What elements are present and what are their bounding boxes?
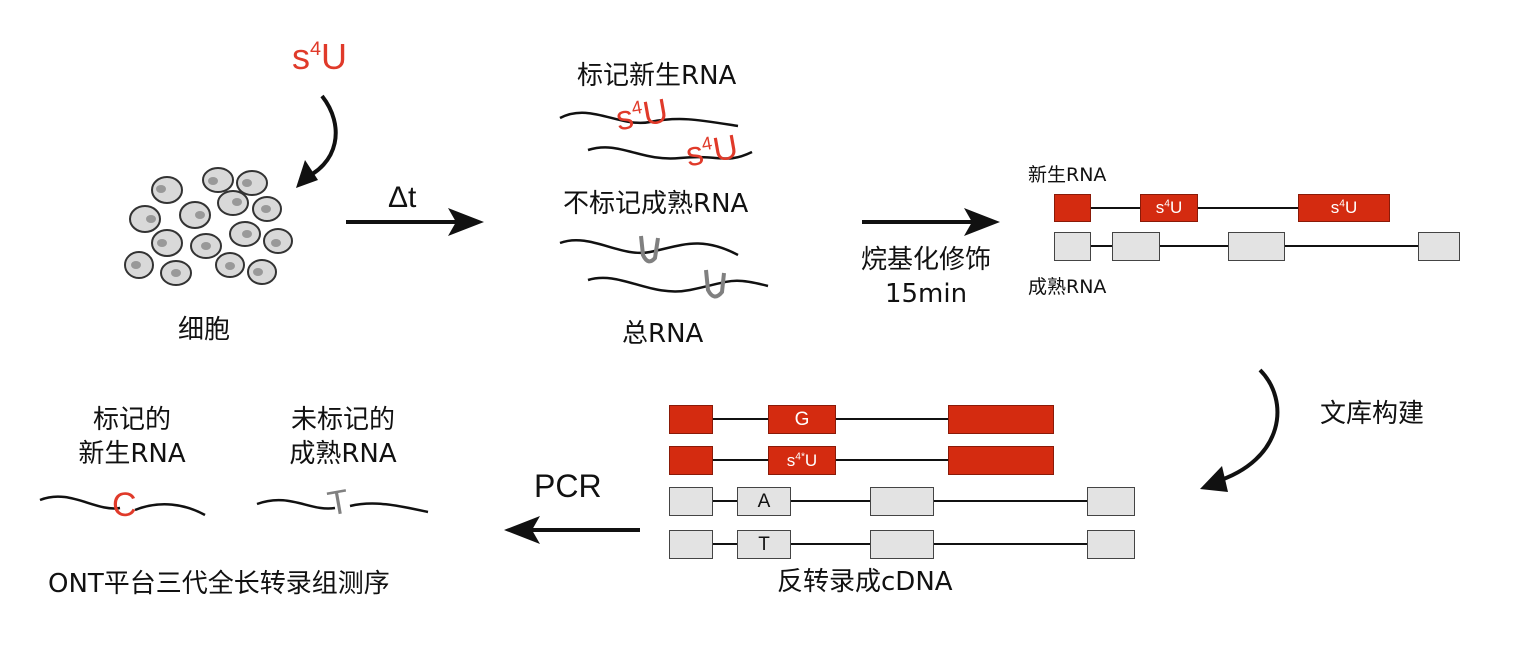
nascent-exon-3: s4U (1298, 194, 1390, 222)
cell (151, 229, 183, 257)
s4u-to-cells-arrowhead (296, 160, 318, 188)
cell (252, 196, 282, 222)
alkylation-label: 烷基化修饰 15min (846, 244, 1006, 312)
labeled-new-read-line1: 标记的 (92, 405, 171, 435)
cells-label: 细胞 (178, 315, 231, 345)
cdna-label: 反转录成cDNA (777, 567, 953, 597)
ont-sequencing-label: ONT平台三代全长转录组测序 (48, 569, 390, 599)
mature-exon-4 (1418, 232, 1460, 261)
cells-cluster (124, 167, 293, 286)
mature-rna-wave-1 (559, 239, 739, 257)
nascent-rna-label: 新生RNA (1028, 164, 1107, 186)
cdna-exon-a: A (737, 487, 791, 516)
mature-rna-wave-2 (587, 276, 769, 293)
cdna-exon (948, 405, 1054, 434)
labeled-rna-wave-2 (587, 146, 753, 160)
labeled-read-wave (39, 495, 206, 517)
cell (247, 259, 277, 285)
alkylation-arrowhead (964, 208, 1000, 236)
delta-t-label: Δt (388, 181, 417, 214)
cdna-exon-s4u: s4*U (768, 446, 836, 475)
cell (151, 176, 183, 204)
cdna-exon (669, 446, 713, 475)
cell (215, 252, 245, 278)
alkylation-label-line1: 烷基化修饰 (860, 245, 991, 275)
cdna-t-label: T (758, 533, 770, 555)
gray-u-mark-2 (704, 269, 726, 299)
nascent-exon-1 (1054, 194, 1091, 222)
mature-rna-label: 成熟RNA (1028, 276, 1107, 298)
cell (179, 201, 211, 229)
cell (236, 170, 268, 196)
read-c-mark: C (112, 486, 137, 524)
alkylation-label-line2: 15min (884, 278, 968, 309)
cdna-exon-t: T (737, 530, 791, 559)
mature-exon-3 (1228, 232, 1285, 261)
cell (160, 260, 192, 286)
total-rna-label: 总RNA (622, 319, 704, 349)
cell (202, 167, 234, 193)
nascent-exon-2: s4U (1140, 194, 1198, 222)
cdna-s4u-label: s4*U (786, 450, 818, 470)
library-build-arrowhead (1200, 466, 1228, 492)
unlabeled-mature-rna-label: 不标记成熟RNA (563, 189, 749, 219)
cell (263, 228, 293, 254)
cdna-exon (870, 487, 934, 516)
gray-u-mark-1 (639, 235, 660, 264)
cdna-exon (669, 530, 713, 559)
cdna-exon (669, 487, 713, 516)
cell (124, 251, 154, 279)
cdna-exon (948, 446, 1054, 475)
cdna-g-label: G (794, 408, 810, 430)
cdna-exon (1087, 530, 1135, 559)
cdna-a-label: A (757, 490, 771, 512)
labeled-rna-wave-1 (559, 111, 739, 128)
cell (217, 190, 249, 216)
cell (190, 233, 222, 259)
unlabeled-mature-read-line1: 未标记的 (290, 405, 395, 435)
cdna-exon (870, 530, 934, 559)
library-build-label: 文库构建 (1320, 399, 1425, 429)
cdna-exon-g: G (768, 405, 836, 434)
delta-t-arrowhead (448, 208, 484, 236)
pcr-arrowhead (504, 516, 540, 544)
labeled-new-read-label: 标记的 新生RNA (62, 404, 202, 472)
mature-exon-2 (1112, 232, 1160, 261)
s4u-input-label: s4U (292, 36, 348, 77)
cdna-exon (669, 405, 713, 434)
nascent-exon-s4u-mark: s4U (1330, 198, 1358, 217)
unlabeled-mature-read-label: 未标记的 成熟RNA (268, 404, 418, 472)
cell (229, 221, 261, 247)
cell (129, 205, 161, 233)
nascent-exon-s4u-mark: s4U (1155, 198, 1183, 217)
pcr-label: PCR (534, 468, 602, 504)
cdna-exon (1087, 487, 1135, 516)
labeled-new-rna-label: 标记新生RNA (577, 61, 737, 91)
mature-exon-1 (1054, 232, 1091, 261)
unlabeled-read-wave (256, 498, 429, 514)
labeled-new-read-line2: 新生RNA (78, 438, 186, 469)
library-build-arrow (1214, 368, 1280, 484)
unlabeled-mature-read-line2: 成熟RNA (289, 438, 397, 469)
